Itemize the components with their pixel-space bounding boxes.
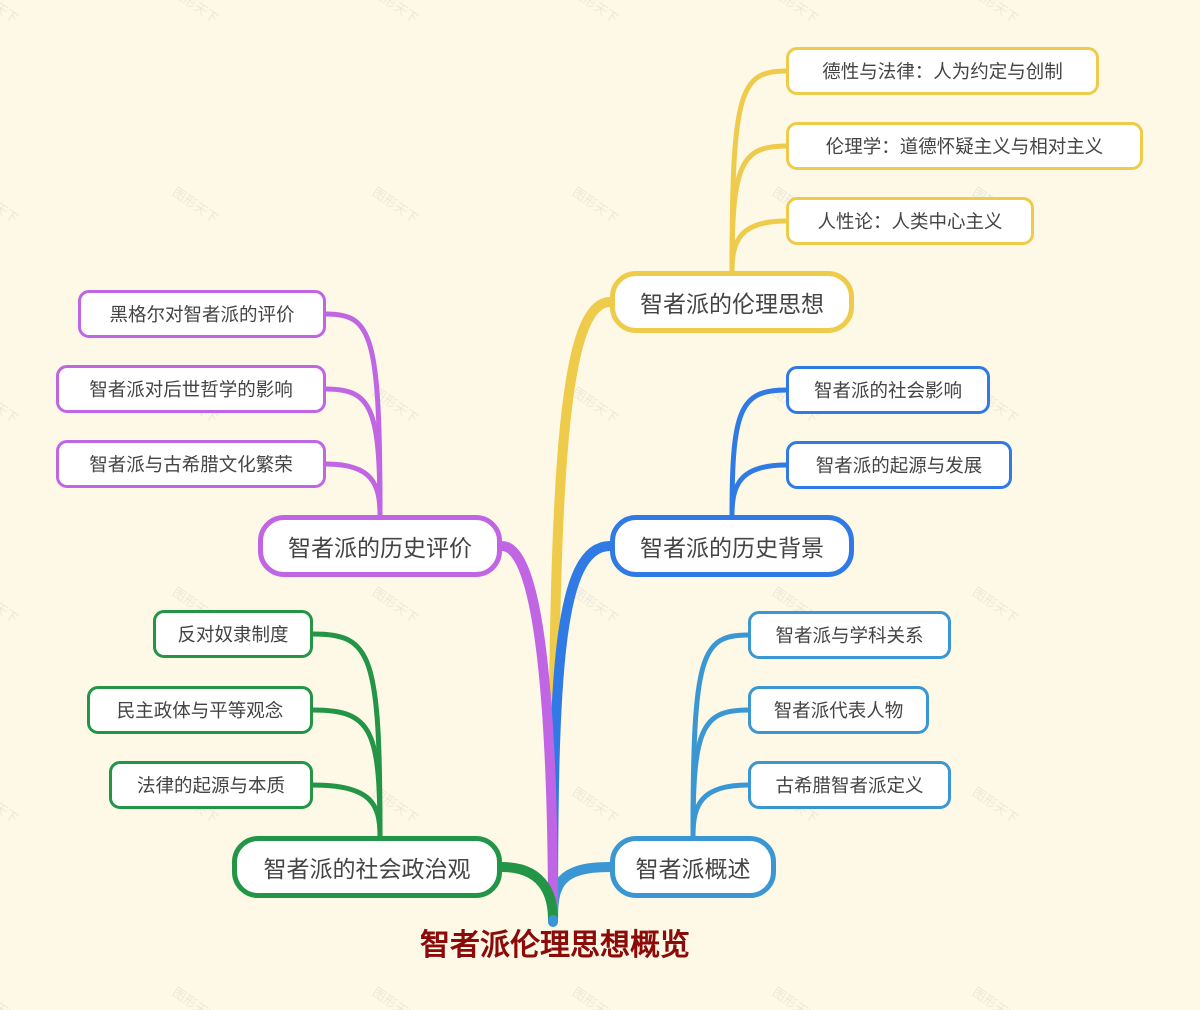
leaf-node-politics-0[interactable]: 反对奴隶制度 — [153, 610, 313, 658]
leaf-link-ethics-2 — [729, 218, 789, 274]
leaf-link-background-1 — [729, 462, 789, 518]
leaf-node-evaluation-2[interactable]: 智者派与古希腊文化繁荣 — [56, 440, 326, 488]
branch-node-politics[interactable]: 智者派的社会政治观 — [232, 836, 502, 898]
leaf-link-background-0 — [729, 387, 789, 518]
branch-node-ethics[interactable]: 智者派的伦理思想 — [610, 271, 854, 333]
root-topic[interactable]: 智者派伦理思想概览 — [420, 928, 690, 963]
branch-link-ethics — [548, 297, 615, 925]
leaf-node-ethics-1[interactable]: 伦理学：道德怀疑主义与相对主义 — [786, 122, 1143, 170]
branch-link-overview — [548, 862, 615, 925]
leaf-link-evaluation-1 — [323, 386, 383, 518]
leaf-node-evaluation-0[interactable]: 黑格尔对智者派的评价 — [78, 290, 326, 338]
branch-link-politics — [497, 862, 558, 925]
leaf-node-background-1[interactable]: 智者派的起源与发展 — [786, 441, 1012, 489]
leaf-link-evaluation-2 — [323, 461, 383, 518]
leaf-node-overview-1[interactable]: 智者派代表人物 — [748, 686, 929, 734]
leaf-node-ethics-0[interactable]: 德性与法律：人为约定与创制 — [786, 47, 1099, 95]
leaf-node-politics-1[interactable]: 民主政体与平等观念 — [87, 686, 313, 734]
leaf-node-overview-0[interactable]: 智者派与学科关系 — [748, 611, 951, 659]
branch-node-background[interactable]: 智者派的历史背景 — [610, 515, 854, 577]
leaf-node-overview-2[interactable]: 古希腊智者派定义 — [748, 761, 951, 809]
leaf-link-overview-1 — [690, 707, 751, 839]
leaf-link-politics-2 — [310, 782, 383, 839]
branch-link-evaluation — [497, 541, 558, 925]
leaf-node-background-0[interactable]: 智者派的社会影响 — [786, 366, 990, 414]
leaf-link-politics-1 — [310, 707, 383, 839]
leaf-node-ethics-2[interactable]: 人性论：人类中心主义 — [786, 197, 1034, 245]
branch-node-overview[interactable]: 智者派概述 — [610, 836, 776, 898]
branch-node-evaluation[interactable]: 智者派的历史评价 — [258, 515, 502, 577]
leaf-node-politics-2[interactable]: 法律的起源与本质 — [109, 761, 313, 809]
leaf-link-ethics-1 — [729, 143, 789, 274]
leaf-node-evaluation-1[interactable]: 智者派对后世哲学的影响 — [56, 365, 326, 413]
leaf-link-overview-2 — [690, 782, 751, 839]
